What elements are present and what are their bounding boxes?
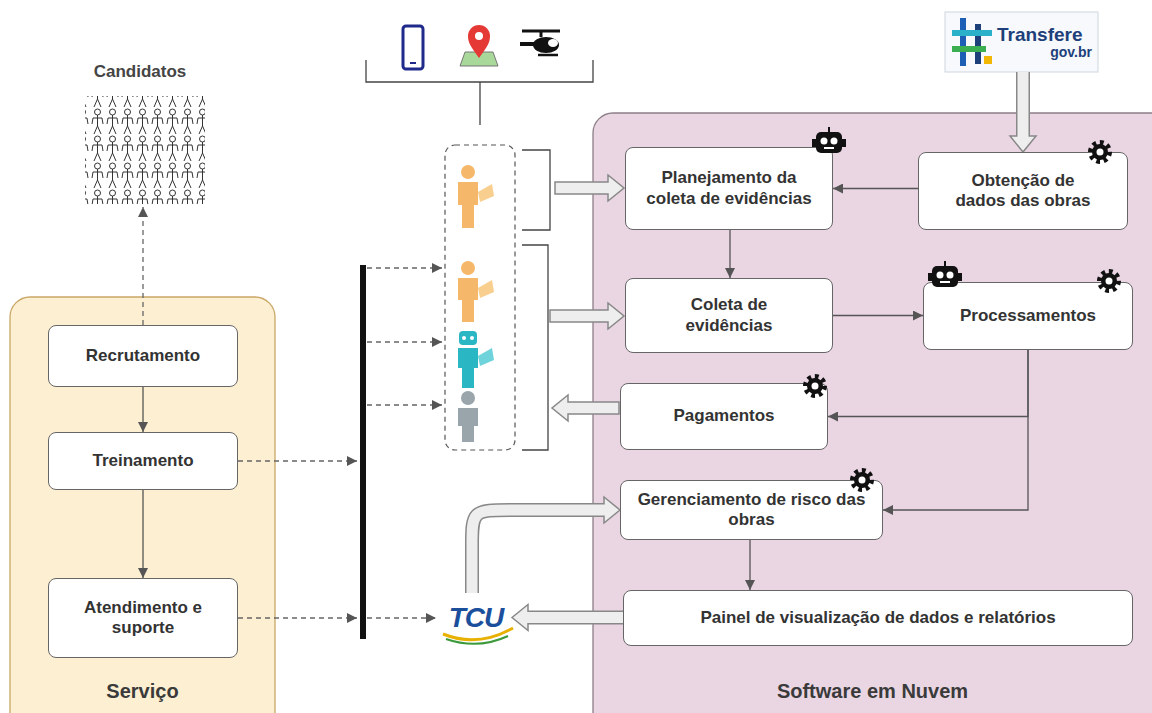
robot-agent-icon [458,331,494,388]
connector-line [828,350,1028,417]
node-label: Gerenciamento de risco das obras [635,490,868,531]
gear-icon [853,471,871,489]
person-icon [458,165,494,228]
gear-icon [1100,272,1118,290]
process-box: Gerenciamento de risco das obras [620,480,883,540]
panel-title: Software em Nuvem [777,679,968,703]
transfere-logo-icon [952,18,992,66]
node-label: Atendimento e suporte [61,598,225,639]
node-label: Obtenção de dados das obras [947,171,1099,212]
dashed-arrow [367,267,442,268]
hollow-arrow [552,395,619,421]
process-box: Processamentos [923,282,1133,350]
connector [143,207,144,325]
node-label: Coleta de evidências [656,295,802,336]
hollow-arrow-outline [472,510,604,593]
connector-line [749,540,750,590]
process-box: Recrutamento [48,325,238,387]
process-box: Coleta de evidências [625,278,833,353]
connector [833,188,918,189]
node-label: Pagamentos [673,406,774,426]
process-box: Pagamentos [620,383,828,450]
connector [143,387,144,432]
gear-icon [1091,143,1109,161]
connector [750,540,751,590]
crowd-figure [85,150,205,204]
helicopter-icon [520,31,560,55]
bracket [366,60,593,125]
group-label: Candidatos [70,62,210,207]
phone-icon [403,26,423,69]
bracket [522,150,550,230]
connector-line [142,490,143,578]
distribution-bar [360,265,366,639]
dashed-arrow [367,617,436,618]
connector-line [142,387,143,432]
panel-title: Serviço [106,679,178,703]
robot-icon [812,127,846,153]
robot-icon [928,261,962,287]
connector [143,490,144,578]
bracket [522,245,548,450]
process-box: Treinamento [48,432,238,490]
connector-line [729,230,730,278]
connector-line [833,188,918,189]
connector-line [833,315,923,316]
tcu-swoosh [446,636,508,644]
tcu-logo: TCU [440,595,512,640]
connector [472,497,620,593]
hollow-arrow-fill [472,510,606,593]
node-label: Candidatos [94,62,187,82]
hollow-arrow-head [1010,136,1036,152]
dashed-arrow [367,341,442,342]
process-box: Obtenção de dados das obras [918,152,1128,230]
connector [730,230,731,278]
connector-line [142,207,143,325]
hollow-arrow-fill [527,612,624,623]
connector-line [883,350,1028,510]
process-box: Painel de visualização de dados e relató… [623,590,1133,646]
node-label: Processamentos [960,306,1096,326]
agents-group [445,145,515,450]
system-logo: Transferegov.br [945,12,1098,72]
connector [1010,72,1036,152]
hollow-arrow-head [512,605,528,631]
panel-shape [10,297,275,713]
dashed-arrow [238,460,357,461]
dashed-arrow [238,617,357,618]
process-box: Atendimento e suporte [48,578,238,658]
node-label: Recrutamento [86,346,200,366]
crowd-figure [85,96,205,150]
map-pin-icon [460,25,498,66]
hollow-arrow-head [604,497,620,523]
node-label: gov.br [1050,45,1092,60]
connector [828,350,1028,417]
node-label: Treinamento [92,451,193,471]
hollow-arrow [550,303,624,329]
person-icon [458,261,494,322]
panel-shape [593,113,1152,713]
node-label: Transfere [997,25,1083,45]
node-label: Planejamento da coleta de evidências [636,168,822,209]
dashed-arrow [367,404,442,405]
connector [512,605,623,631]
logo-frame [945,12,1098,72]
process-box: Planejamento da coleta de evidências [625,147,833,230]
hollow-arrow [555,175,624,201]
connector [883,350,1028,510]
gear-icon [806,377,824,395]
connector [833,315,923,316]
service-panel: Serviço RecrutamentoTreinamentoAtendiment… [10,297,275,713]
person-icon [458,391,478,442]
hollow-arrow-fill [1018,72,1029,138]
node-label: Painel de visualização de dados e relató… [700,608,1055,628]
cloud-panel: Software em Nuvem Planejamento da coleta … [593,113,1152,713]
node-label: TCU [449,601,504,635]
